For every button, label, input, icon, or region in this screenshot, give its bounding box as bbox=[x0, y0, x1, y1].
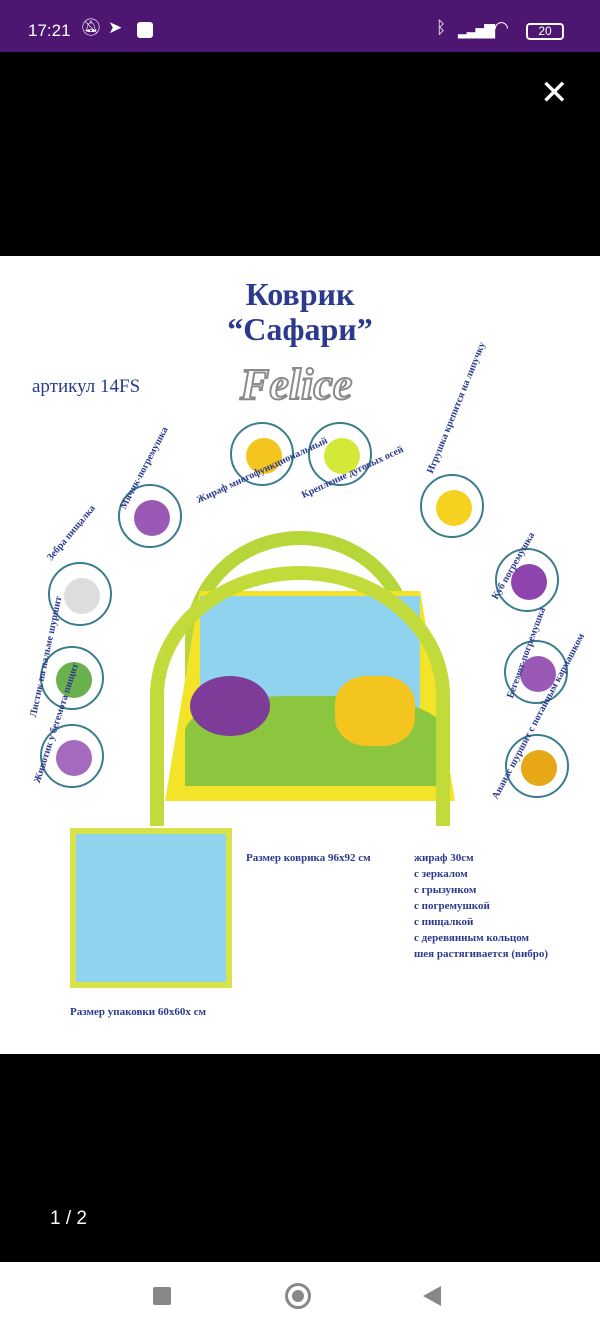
mat-size: Размер коврика 96х92 см bbox=[246, 852, 371, 864]
callout-arch-mount bbox=[308, 422, 372, 486]
callout-label: Игрушка крепится на липучку bbox=[425, 340, 488, 476]
navigation-bar bbox=[0, 1262, 600, 1332]
callout-cube bbox=[495, 548, 559, 612]
notification-icon bbox=[137, 22, 153, 38]
feature-item: шея растягивается (вибро) bbox=[414, 948, 549, 960]
article-number: артикул 14FS bbox=[32, 376, 141, 397]
feature-item: с зеркалом bbox=[414, 868, 468, 880]
close-icon[interactable]: ✕ bbox=[540, 74, 569, 112]
callout-label: Зебра пищалка bbox=[45, 503, 98, 564]
callout-hippo bbox=[504, 640, 568, 704]
wifi-icon: ◠ bbox=[494, 18, 509, 37]
callout-hippo-belly bbox=[40, 724, 104, 788]
signal-icon: ▂▃▅▇ bbox=[458, 22, 495, 38]
clock: 17:21 bbox=[28, 21, 71, 40]
image-title: Коврик bbox=[245, 276, 355, 312]
callout-giraffe bbox=[230, 422, 294, 486]
battery-icon: 20 bbox=[526, 23, 564, 40]
callout-zebra bbox=[48, 562, 112, 626]
brand-logo: Felice bbox=[239, 360, 353, 410]
telegram-icon: ➤ bbox=[108, 18, 123, 37]
status-bar: 17:21 🔕︎ ➤ ᛒ ▂▃▅▇ ◠ 20 bbox=[0, 0, 600, 52]
recents-button[interactable] bbox=[153, 1287, 171, 1305]
feature-item: жираф 30см bbox=[414, 852, 474, 864]
image-subtitle: “Сафари” bbox=[227, 311, 373, 347]
bluetooth-icon: ᛒ bbox=[436, 18, 447, 37]
feature-item: с деревянным кольцом bbox=[414, 932, 529, 944]
giraffe-features: жираф 30см с зеркалом с грызунком с погр… bbox=[414, 850, 548, 962]
package-size: Размер упаковки 60х60х см bbox=[70, 1006, 206, 1018]
image-counter: 1 / 2 bbox=[50, 1208, 87, 1229]
feature-item: с пищалкой bbox=[414, 916, 474, 928]
play-arch-front bbox=[150, 566, 450, 826]
feature-item: с грызунком bbox=[414, 884, 477, 896]
back-button[interactable] bbox=[423, 1286, 441, 1306]
product-image[interactable]: Коврик “Сафари” артикул 14FS Felice Мячи… bbox=[0, 256, 600, 1054]
callout-leaf bbox=[40, 646, 104, 710]
bell-off-icon: 🔕︎ bbox=[80, 18, 102, 37]
package-photo bbox=[70, 828, 232, 988]
callout-velcro bbox=[420, 474, 484, 538]
feature-item: с погремушкой bbox=[414, 900, 490, 912]
callout-pineapple bbox=[505, 734, 569, 798]
home-button[interactable] bbox=[285, 1283, 311, 1309]
callout-ball bbox=[118, 484, 182, 548]
